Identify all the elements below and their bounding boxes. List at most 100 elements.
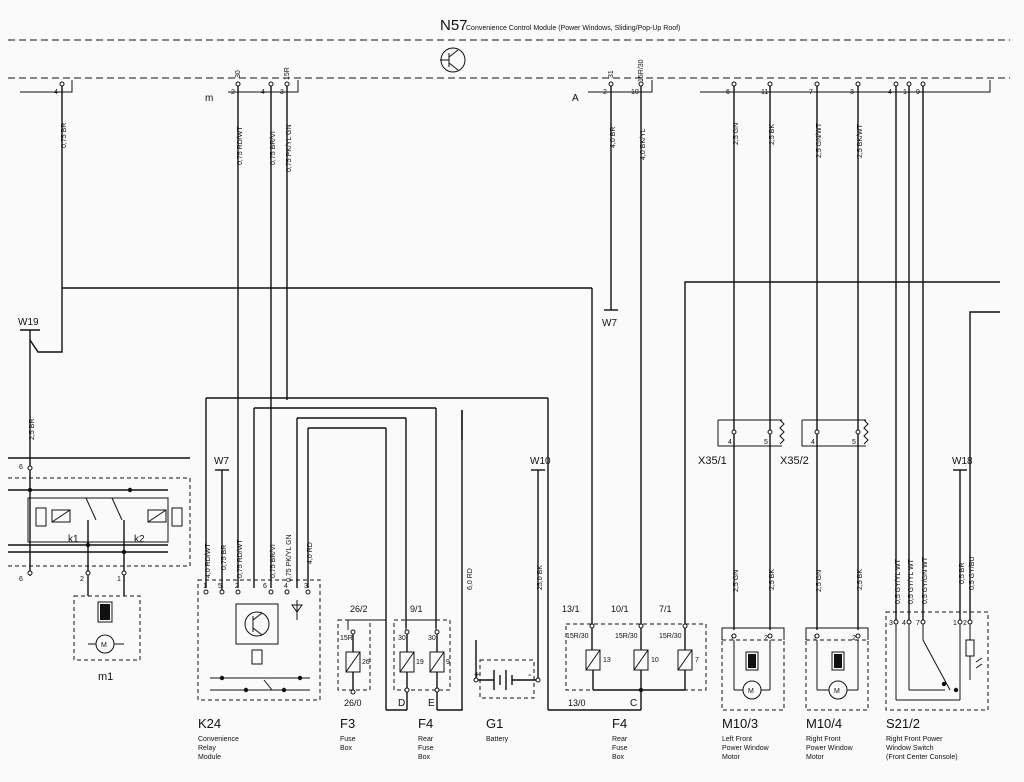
ground-w19-label: W19	[18, 317, 39, 328]
m104-pin1: 1	[813, 635, 817, 642]
f4-c-line2: Fuse	[612, 745, 628, 752]
s21-pin7: 7	[916, 620, 920, 627]
ground-w19	[20, 329, 40, 465]
wire-label-4bkyl: 4,0 BK/YL	[640, 128, 647, 160]
k24-line2: Relay	[198, 745, 216, 752]
pin-3: 3	[280, 89, 284, 96]
wire-label-25bkwt: 2,5 BK/WT	[857, 123, 864, 158]
f4-c-line3: Box	[612, 754, 625, 761]
connector-x35-2	[801, 419, 869, 630]
battery-wire-bk: 25,0 BK	[537, 565, 544, 590]
s21-line1: Right Front Power	[886, 736, 943, 743]
g1-line1: Battery	[486, 736, 509, 743]
motor-m10-4: M	[805, 627, 869, 711]
f4-rear-line2: Fuse	[418, 745, 434, 752]
s21-pin2: 2	[963, 620, 967, 627]
s21-pin4: 4	[902, 620, 906, 627]
f4-c-top3: 7/1	[659, 604, 672, 614]
f3-line2: Box	[340, 745, 353, 752]
relay-pin-2: 2	[80, 576, 84, 583]
s21-line2: Window Switch	[886, 745, 934, 752]
pin-9: 9	[916, 89, 920, 96]
k24-pin-3: 3	[304, 583, 308, 590]
motor-m10-3: M	[721, 627, 785, 711]
s21-pin1: 1	[953, 620, 957, 627]
f4-c-top1: 13/1	[562, 604, 580, 614]
wire-label-pkylgn: 0,75 PK/YL GN	[286, 124, 293, 172]
f4-rear-n1: 19	[416, 659, 424, 666]
relay-k1-label: k1	[68, 534, 79, 545]
k24-pin-6: 6	[263, 583, 267, 590]
f4-c-n2: 10	[651, 657, 659, 664]
s21-wire-b: 0,5 GY/YL WT	[908, 558, 915, 604]
pin-6: 6	[726, 89, 730, 96]
k24-wire-d: 0,75 BR/VI	[270, 544, 277, 578]
upper-wiring	[29, 86, 1000, 620]
x35-2-label: X35/2	[780, 455, 809, 467]
svg-text:M: M	[748, 688, 754, 695]
top-pin-sockets	[59, 81, 926, 87]
svg-text:M: M	[101, 642, 107, 649]
ground-w7-k24-label: W7	[214, 456, 229, 467]
m104-line3: Motor	[806, 754, 825, 761]
g1-id: G1	[486, 716, 503, 731]
connector-bracket-left	[20, 80, 73, 93]
battery-g1	[461, 410, 545, 699]
s21-pin3: 3	[889, 620, 893, 627]
pin-4: 4	[54, 89, 58, 96]
f4-c-in2: 15R/30	[615, 633, 638, 640]
pin-7: 7	[809, 89, 813, 96]
wire-label-rdwt: 0,75 RD/WT	[237, 126, 244, 165]
battery-wire-rd: 6,0 RD	[467, 568, 474, 590]
k24-pin-2: 2	[235, 583, 239, 590]
s21-id: S21/2	[886, 716, 920, 731]
m103-line2: Power Window	[722, 745, 770, 752]
k24-wire-b: 0,75 BR	[221, 545, 228, 570]
pin-31-label: 31	[608, 70, 615, 78]
module-id: N57	[440, 17, 468, 34]
transistor-icon	[440, 47, 466, 73]
f3-top-label: 26/2	[350, 604, 368, 614]
s21-wire-d: 0,5 BR	[959, 563, 966, 584]
fuse-box-f4-de	[386, 410, 463, 711]
fuse-box-f4-c	[548, 620, 707, 711]
pin-15r-label: 15R	[284, 67, 291, 80]
connector-bracket-a1	[588, 80, 653, 93]
f4-rear-in1: 30	[398, 635, 406, 642]
ground-w7-top-label: W7	[602, 318, 617, 329]
wire-label-25gnwt: 2,5 GN/WT	[816, 122, 823, 158]
connector-m-label: m	[205, 93, 213, 104]
k24-wire-e: 0,75 PK/YL GN	[286, 534, 293, 582]
connector-x35-1	[717, 419, 785, 630]
f4-rear-line3: Box	[418, 754, 431, 761]
m104-wire-bk: 2,5 BK	[857, 569, 864, 590]
x35-1-label: X35/1	[698, 455, 727, 467]
f4-c-id: F4	[612, 716, 627, 731]
m104-pin2: 2	[852, 635, 856, 642]
s21-wire-e: 0,5 GY/BU	[969, 557, 976, 590]
x35-2-pin4: 4	[811, 439, 815, 446]
switch-s21-2	[885, 469, 989, 711]
f3-bottom-label: 26/0	[344, 698, 362, 708]
motor-m1-label: m1	[98, 671, 113, 683]
pin-1: 1	[903, 89, 907, 96]
f4-c-n3: 7	[695, 657, 699, 664]
f4-c-bottom: 13/0	[568, 698, 586, 708]
wire-label-25gn: 2,5 GN	[733, 123, 740, 145]
f3-id: F3	[340, 716, 355, 731]
f4-c-in1: 15R/30	[566, 633, 589, 640]
x35-1-pin4: 4	[728, 439, 732, 446]
s21-wire-c: 0,5 GY/GN WT	[922, 556, 929, 604]
connector-a-label: A	[572, 93, 579, 104]
f4-rear-id: F4	[418, 716, 433, 731]
connector-bracket-a2	[700, 80, 991, 93]
f4-rear-n2: 9	[446, 659, 450, 666]
f4-rear-in2: 30	[428, 635, 436, 642]
relay-pin-6a: 6	[19, 464, 23, 471]
module-title: Convenience Control Module (Power Window…	[466, 25, 680, 32]
k24-relay-module	[197, 397, 549, 710]
m104-wire-gn: 2,5 GN	[816, 570, 823, 592]
s21-wire-a: 0,5 GY/YL WT	[895, 558, 902, 604]
